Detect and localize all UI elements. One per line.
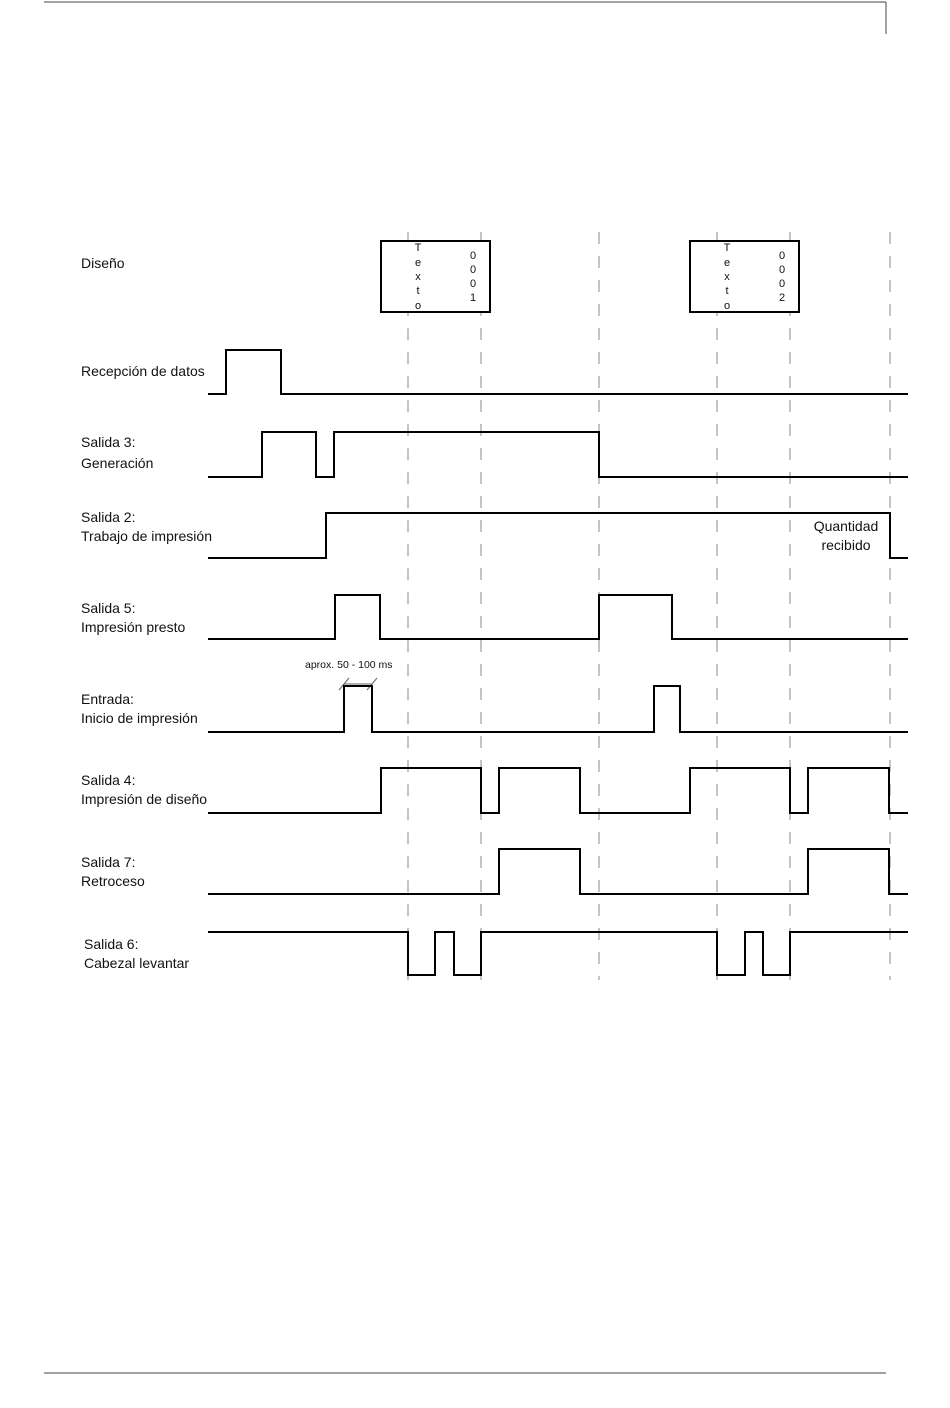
box2-left-char-1: e: [724, 257, 730, 269]
design-box-2: T e x t o 0 0 0 2: [690, 241, 799, 312]
label-salida7-line2: Retroceso: [81, 873, 145, 889]
box1-left-char-1: e: [415, 257, 421, 269]
label-salida4-line2: Impresión de diseño: [81, 791, 207, 807]
waveform-entrada: [208, 686, 908, 732]
box2-left-char-2: x: [724, 271, 730, 283]
design-box-1: T e x t o 0 0 0 1: [381, 241, 490, 312]
label-salida6-line1: Salida 6:: [84, 936, 138, 952]
waveform-salida7: [208, 849, 908, 894]
design-label: Diseño: [81, 255, 125, 271]
label-salida6-line2: Cabezal levantar: [84, 955, 189, 971]
box2-right-char-1: 0: [779, 264, 785, 276]
waveform-recepcion: [208, 350, 908, 394]
label-salida2-line2: Trabajo de impresión: [81, 528, 212, 544]
box1-left-char-0: T: [415, 242, 422, 254]
label-salida3-line2: Generación: [81, 455, 153, 471]
label-salida2-line1: Salida 2:: [81, 509, 135, 525]
label-entrada-line2: Inicio de impresión: [81, 710, 198, 726]
box1-left-char-3: t: [416, 285, 419, 297]
quantity-received-line1: Quantidad: [814, 518, 879, 534]
box2-left-char-4: o: [724, 300, 730, 312]
box2-left-char-0: T: [724, 242, 731, 254]
label-recepcion: Recepción de datos: [81, 363, 205, 379]
box1-left-char-4: o: [415, 300, 421, 312]
box1-right-char-1: 0: [470, 264, 476, 276]
pulse-width-annotation: aprox. 50 - 100 ms: [305, 659, 393, 671]
label-salida7-line1: Salida 7:: [81, 854, 135, 870]
waveform-salida3: [208, 432, 908, 477]
box2-right-char-0: 0: [779, 250, 785, 262]
quantity-received-line2: recibido: [821, 537, 870, 553]
waveform-salida5: [208, 595, 908, 639]
label-salida5-line2: Impresión presto: [81, 619, 185, 635]
box1-left-char-2: x: [415, 271, 421, 283]
box1-right-char-0: 0: [470, 250, 476, 262]
box2-left-char-3: t: [725, 285, 728, 297]
label-salida4-line1: Salida 4:: [81, 772, 135, 788]
box1-right-char-3: 1: [470, 292, 476, 304]
box2-right-char-3: 2: [779, 292, 785, 304]
guide-lines: [408, 232, 890, 980]
label-salida5-line1: Salida 5:: [81, 600, 135, 616]
label-entrada-line1: Entrada:: [81, 691, 134, 707]
box2-right-char-2: 0: [779, 278, 785, 290]
label-salida3-line1: Salida 3:: [81, 434, 135, 450]
waveform-salida6: [208, 932, 908, 975]
waveform-salida4: [208, 768, 908, 813]
box1-right-char-2: 0: [470, 278, 476, 290]
waveform-salida2: [208, 513, 908, 558]
